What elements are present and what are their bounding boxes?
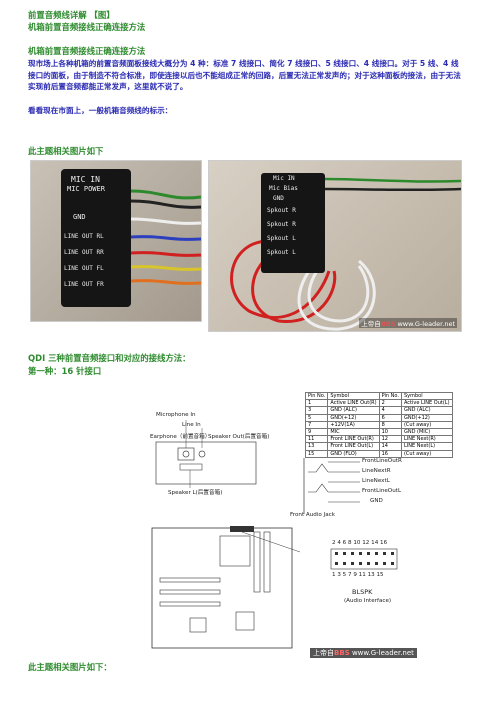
- label-mic-in: Microphone In: [156, 412, 196, 418]
- watermark-brand: BBS: [380, 320, 396, 328]
- cell: GND (ALC): [327, 406, 380, 415]
- jack-label-1: LineNextR: [362, 468, 391, 474]
- th-symbol: Symbol: [327, 391, 380, 401]
- pin-header-icon: [330, 548, 398, 570]
- intro-heading: 机箱前置音频接线正确连接方法: [28, 46, 146, 56]
- section2-first: 第一种：16 针接口: [28, 366, 102, 376]
- left-label-5: LINE OUT FL: [64, 265, 104, 272]
- label-line-in: Line In: [182, 422, 201, 428]
- table-row: 7+12V(1A)8(Cut away): [304, 420, 453, 429]
- caption-diagram: 此主题相关图片如下：: [28, 662, 112, 672]
- watermark-url: www.G-leader.net: [397, 320, 455, 328]
- connector-caption: (Audio Interface): [344, 598, 392, 604]
- label-earphone: Earphone（前置音箱）: [150, 434, 211, 440]
- cell: GND(+12): [327, 413, 380, 422]
- cell: 1: [304, 399, 329, 408]
- left-label-2: GND: [73, 213, 86, 221]
- th-symbol2: Symbol: [400, 391, 453, 401]
- intro-body: 现市场上各种机箱的前置音频面板接线大概分为 4 种：标准 7 线接口、简化 7 …: [28, 59, 461, 91]
- left-label-1: MIC POWER: [67, 185, 105, 193]
- cell: Active LINE Out(L): [400, 399, 453, 408]
- right-label-4: Spkout R: [267, 221, 296, 228]
- cell: 14: [378, 442, 402, 451]
- cell: 11: [304, 435, 329, 444]
- cell: 3: [304, 406, 329, 415]
- right-label-6: Spkout L: [267, 249, 296, 256]
- th-pin: Pin No.: [304, 391, 329, 401]
- header-pins-bottom: 1 3 5 7 9 11 13 15: [332, 572, 384, 578]
- left-label-4: LINE OUT RR: [64, 249, 104, 256]
- watermark-prefix: 上帝自: [361, 320, 381, 328]
- watermark2-brand: BBS: [334, 649, 350, 657]
- cell: GND(+12): [400, 413, 453, 422]
- cell: Front LINE Out(R): [327, 435, 380, 444]
- cell: LINE Next(R): [400, 435, 453, 444]
- cell: 12: [378, 435, 402, 444]
- section2-title: QDI 三种前置音频接口和对应的接线方法：: [28, 353, 191, 363]
- cell: 6: [378, 413, 402, 422]
- jack-label-2: LineNextL: [362, 478, 390, 484]
- cell: (Cut away): [400, 449, 453, 458]
- cell: 15: [304, 449, 329, 458]
- cell: 13: [304, 442, 329, 451]
- cell: GND (MIC): [400, 427, 453, 437]
- right-label-3: Spkout R: [267, 207, 296, 214]
- cell: LINE Next(L): [400, 442, 453, 451]
- cell: 5: [304, 413, 329, 422]
- jack-label-0: FrontLineOutR: [362, 458, 402, 464]
- jack-caption: Front Audio Jack: [290, 512, 335, 518]
- left-label-0: MIC IN: [71, 175, 100, 184]
- watermark2-prefix: 上帝自: [313, 649, 334, 657]
- photo-audio-connectors: Mic IN Mic Bias GND Spkout R Spkout R Sp…: [208, 160, 462, 332]
- cell: GND (ALC): [400, 406, 453, 415]
- connector-name: BLSPK: [352, 588, 373, 596]
- page-subtitle: 机箱前置音频接线正确连接方法: [28, 22, 146, 32]
- th-pin2: Pin No.: [378, 391, 402, 401]
- right-label-0: Mic IN: [273, 175, 295, 182]
- jack-label-3: FrontLineOutL: [362, 488, 402, 494]
- cell: 4: [378, 406, 402, 415]
- photo-case-audio-cable: MIC IN MIC POWER GND LINE OUT RL LINE OU…: [30, 160, 202, 322]
- left-label-6: LINE OUT FR: [64, 281, 104, 288]
- cell: Active LINE Out(R): [327, 399, 380, 408]
- left-label-3: LINE OUT RL: [64, 233, 104, 240]
- cell: (Cut away): [400, 420, 453, 429]
- cell: 8: [378, 420, 402, 429]
- watermark2-url: www.G-leader.net: [351, 649, 414, 657]
- cell: Front LINE Out(L): [327, 442, 380, 451]
- pin-table-header: Pin No. Symbol Pin No. Symbol: [304, 391, 453, 401]
- caption-photos: 此主题相关图片如下: [28, 146, 104, 156]
- watermark-2: 上帝自BBS www.G-leader.net: [310, 648, 417, 658]
- label-speaker-l: Speaker L(后置音箱): [168, 490, 223, 496]
- cell: 10: [378, 427, 402, 437]
- cell: 7: [304, 420, 329, 429]
- watermark: 上帝自BBS www.G-leader.net: [359, 318, 457, 328]
- motherboard-sketch: [151, 526, 300, 649]
- label-speaker-out: Speaker Out(后置音箱): [208, 434, 270, 440]
- header-pins-top: 2 4 6 8 10 12 14 16: [332, 540, 388, 546]
- right-label-1: Mic Bias: [269, 185, 298, 192]
- cell: +12V(1A): [327, 420, 380, 429]
- qdi-16pin-diagram: Microphone In Line In Earphone（前置音箱） Spe…: [150, 391, 455, 657]
- cell: 16: [378, 449, 402, 458]
- right-label-5: Spkout L: [267, 235, 296, 242]
- cell: MIC: [327, 427, 380, 437]
- cell: 2: [378, 399, 402, 408]
- intro-note: 看看现在市面上，一般机箱音频线的标示：: [28, 106, 173, 115]
- page-title: 前置音频线详解 【图】: [28, 10, 115, 20]
- cell: 9: [304, 427, 329, 437]
- jack-label-4: GND: [370, 498, 383, 504]
- right-label-2: GND: [273, 195, 284, 202]
